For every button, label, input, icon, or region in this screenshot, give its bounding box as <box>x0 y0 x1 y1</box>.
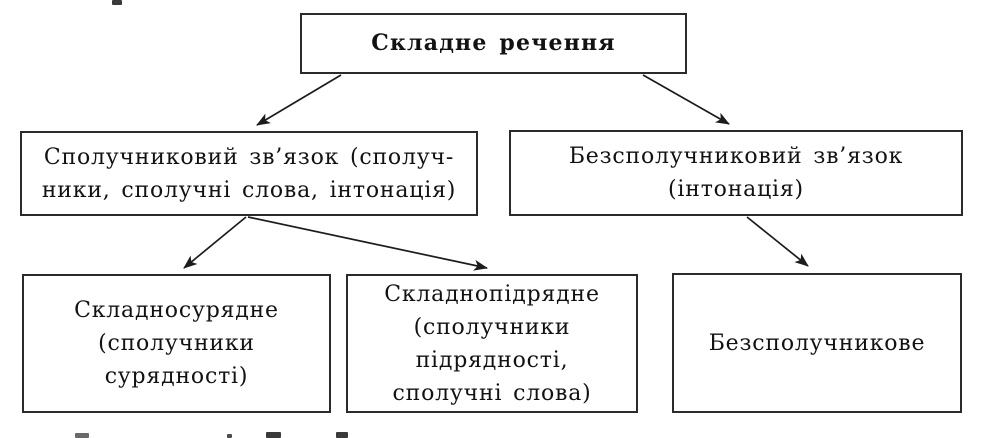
node-conjunction-link: Сполучниковий зв’язок (сполуч- ники, спо… <box>20 131 478 216</box>
arrow-asyndetic-to-asyndetic-leaf <box>746 216 809 267</box>
cropped-text-fragment <box>266 432 281 438</box>
node-asyndetic-link: Безсполучниковий зв’язок (інтонація) <box>509 130 963 216</box>
cropped-text-fragment <box>75 433 89 438</box>
cropped-text-fragment <box>336 432 348 438</box>
arrow-root-to-asyndetic <box>642 74 730 125</box>
node-asyndetic-sentence: Безсполучникове <box>672 273 962 413</box>
node-complex-sentence-root: Складне речення <box>300 13 687 74</box>
cropped-text-fragment <box>227 434 232 438</box>
node-complex-subordinate-sentence: Складнопідрядне (сполучники підрядності,… <box>346 274 638 413</box>
cropped-text-fragment <box>112 0 122 5</box>
arrow-root-to-conjunction <box>256 74 342 126</box>
arrow-conjunction-to-compound <box>183 216 247 269</box>
arrow-conjunction-to-complex <box>247 216 488 271</box>
node-compound-sentence: Складносурядне (сполучники сурядності) <box>22 274 331 413</box>
